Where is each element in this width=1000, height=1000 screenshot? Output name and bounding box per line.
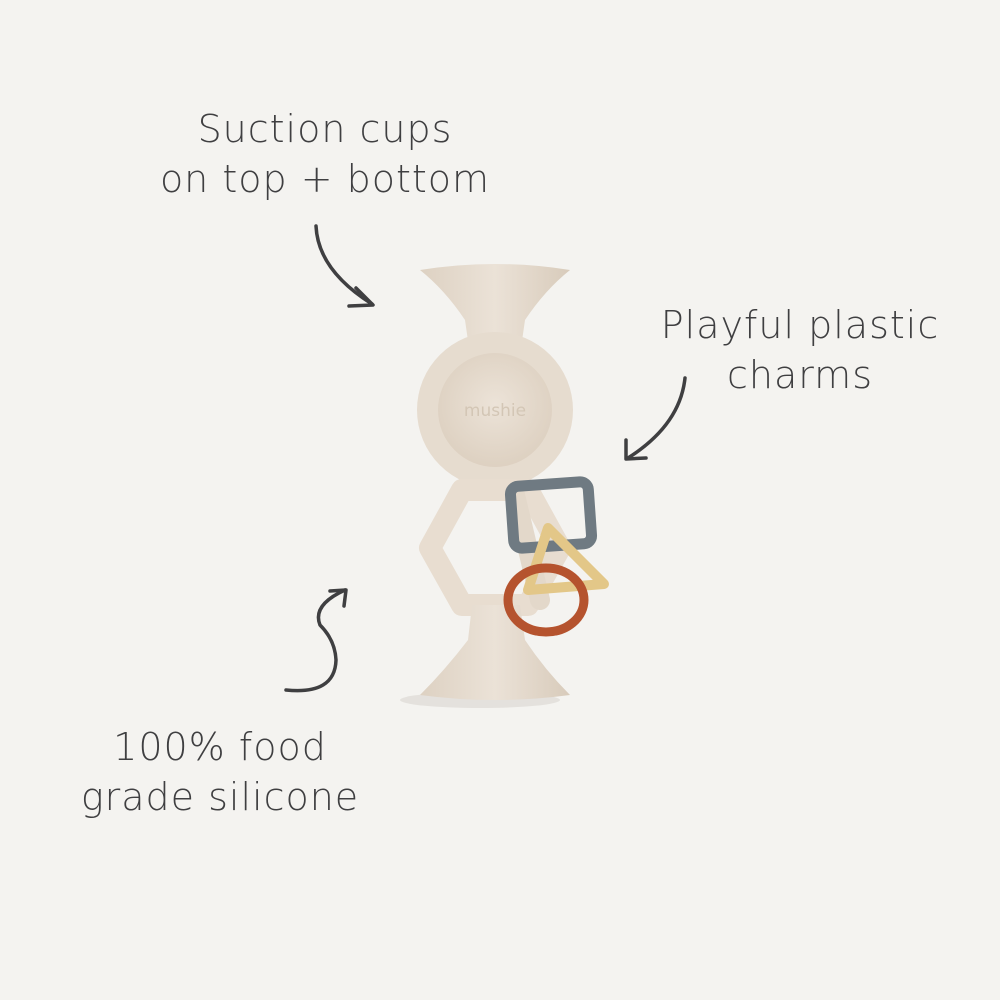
arrowhead-silicone-icon [328, 588, 348, 608]
disc-center [438, 353, 552, 467]
callout-line: 100% food [113, 725, 327, 769]
arrow-charms-icon [626, 376, 687, 460]
callout-line: grade silicone [80, 775, 360, 819]
ring-charm [503, 563, 589, 637]
arrow-suction-icon [314, 224, 374, 306]
callout-line: charms [726, 353, 874, 397]
arrowhead-suction-icon [347, 286, 375, 308]
arrowhead-charms-icon [624, 438, 648, 461]
callout-line: Playful plastic [660, 303, 940, 347]
triangle-charm [523, 523, 609, 595]
square-charm [504, 476, 598, 554]
callout-plastic-charms: Playful plastic charms [640, 300, 960, 400]
callout-silicone: 100% food grade silicone [60, 722, 380, 822]
callout-suction-cups: Suction cups on top + bottom [130, 104, 520, 204]
bottom-suction-cup [420, 605, 570, 700]
callout-line: Suction cups [197, 107, 453, 151]
top-suction-cup [420, 264, 570, 355]
brand-mark: mushie [464, 401, 526, 421]
callout-line: on top + bottom [159, 157, 491, 201]
arrow-silicone-icon [284, 588, 347, 693]
